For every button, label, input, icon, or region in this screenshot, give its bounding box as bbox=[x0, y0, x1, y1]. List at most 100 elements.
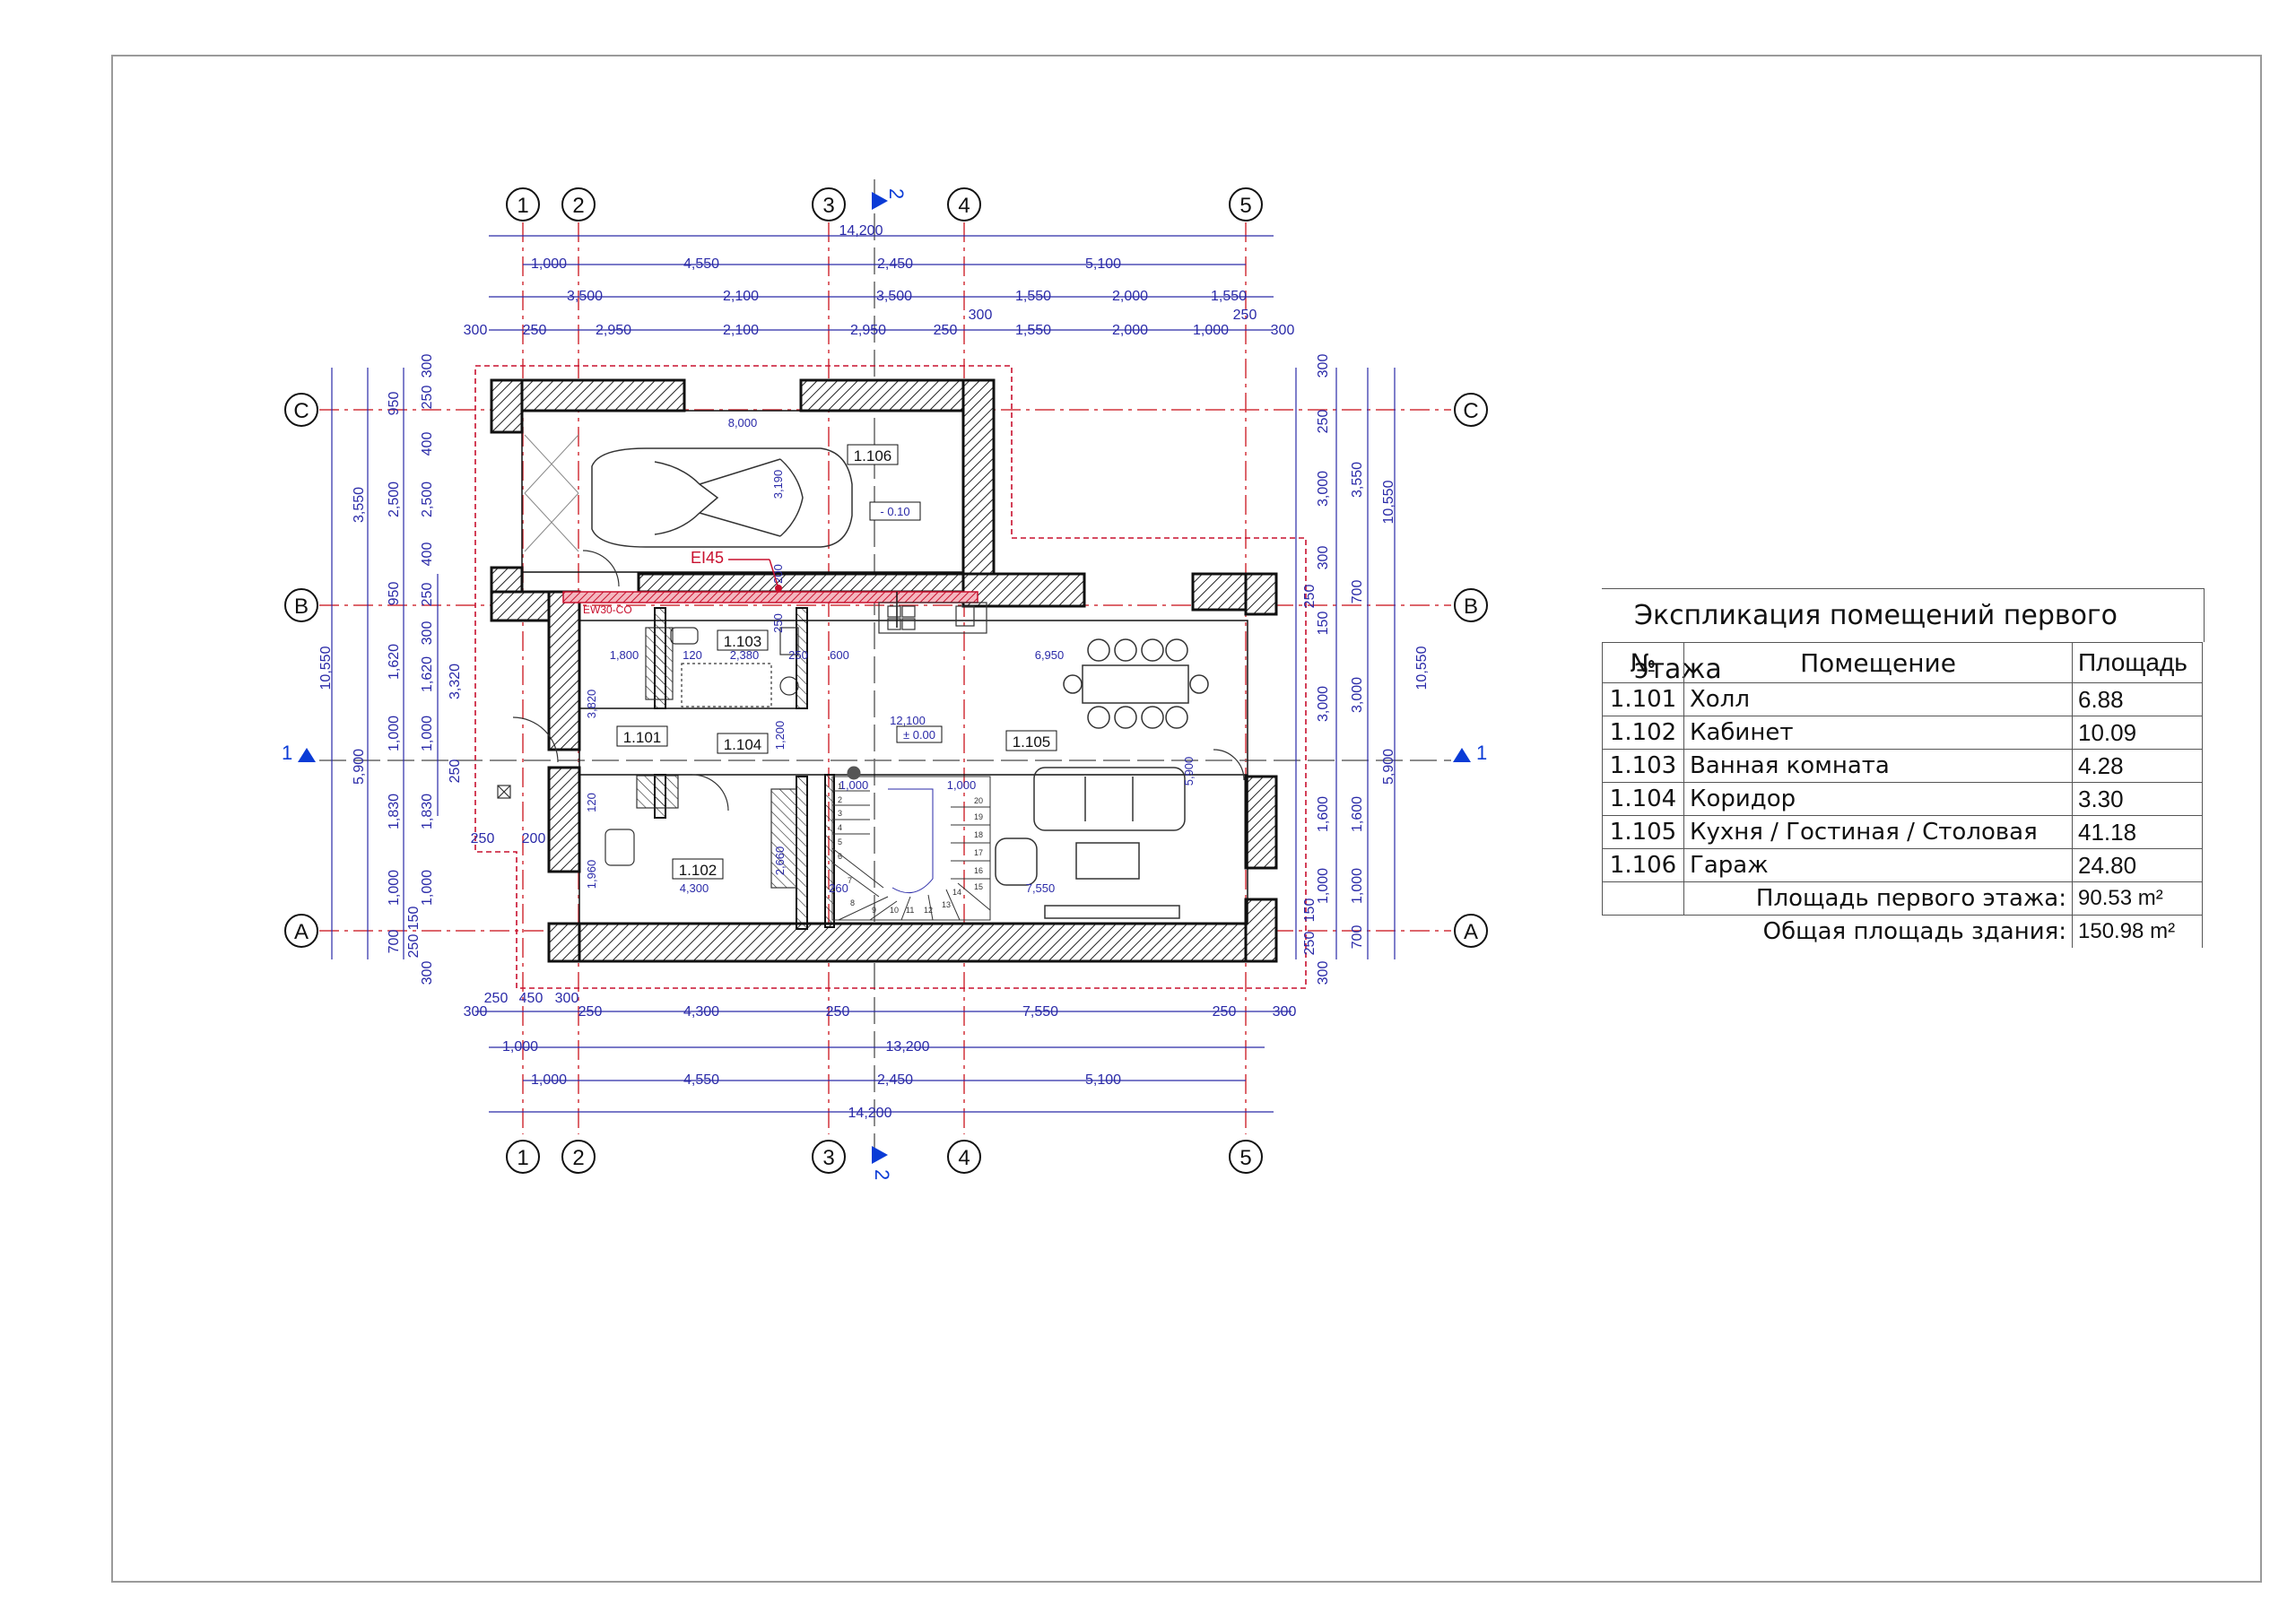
dim: 300 bbox=[1316, 354, 1331, 378]
section-mark-right: 1 bbox=[1476, 742, 1487, 764]
dim: 1,960 bbox=[585, 860, 598, 890]
room-outlines bbox=[521, 410, 1248, 924]
axis-label: 4 bbox=[958, 1146, 970, 1170]
stair-step: 15 bbox=[974, 882, 983, 891]
table-row: 1.101 Холл 6.88 bbox=[1602, 682, 2203, 716]
stair-step: 1 bbox=[838, 782, 842, 791]
doors bbox=[497, 550, 1245, 889]
dim: 300 bbox=[420, 354, 435, 378]
room-tag-1103: 1.103 bbox=[724, 633, 762, 650]
dim: 700 bbox=[387, 930, 402, 954]
stair-step: 10 bbox=[890, 906, 899, 915]
dim: 250 bbox=[484, 991, 509, 1006]
row-area: 41.18 bbox=[2072, 815, 2203, 849]
dim: 250 bbox=[1302, 585, 1318, 609]
dim: 250 bbox=[406, 934, 422, 959]
dim: 2,660 bbox=[773, 846, 787, 876]
stair-step: 6 bbox=[838, 852, 842, 861]
building-total-label: Общая площадь здания: bbox=[1762, 918, 2066, 945]
site-boundary bbox=[474, 365, 1307, 989]
dim: 3,500 bbox=[876, 289, 912, 304]
dim: 1,000 bbox=[420, 716, 435, 751]
dim: 120 bbox=[683, 648, 702, 662]
stair-step: 3 bbox=[838, 809, 842, 818]
dim: 1,000 bbox=[839, 778, 869, 792]
section-mark-top: 2 bbox=[885, 188, 908, 199]
dim: 300 bbox=[420, 961, 435, 985]
bottom-dimensions: 300 250 450 300 250 4,300 250 7,550 250 … bbox=[464, 991, 1297, 1121]
dim: 250 bbox=[523, 323, 547, 338]
dim: 2,500 bbox=[387, 482, 402, 517]
garage-door-swing bbox=[524, 434, 579, 552]
dim: 1,200 bbox=[773, 721, 787, 751]
dim: 250 bbox=[771, 613, 785, 633]
dim: 300 bbox=[1316, 546, 1331, 570]
table-row: 1.106 Гараж 24.80 bbox=[1602, 848, 2203, 882]
dim: 300 bbox=[1271, 323, 1295, 338]
dim: 12,100 bbox=[890, 714, 926, 727]
axis-label: A bbox=[294, 920, 309, 944]
dining-table bbox=[1063, 638, 1209, 729]
stair-step: 2 bbox=[838, 795, 842, 804]
dim: 400 bbox=[420, 542, 435, 567]
dim: 3,000 bbox=[1316, 686, 1331, 722]
axis-label: 3 bbox=[822, 1146, 834, 1170]
floor-total-label: Площадь первого этажа: bbox=[1683, 881, 2073, 916]
dim: 8,000 bbox=[728, 416, 758, 430]
dim: 150 bbox=[1302, 898, 1318, 923]
dim: 1,620 bbox=[420, 656, 435, 692]
stair-step: 5 bbox=[838, 838, 842, 846]
dim: 1,550 bbox=[1015, 323, 1051, 338]
dim: 300 bbox=[969, 308, 993, 323]
dim: 5,100 bbox=[1085, 256, 1121, 272]
axis-label: 5 bbox=[1239, 1146, 1251, 1170]
dim: 3,550 bbox=[1350, 462, 1365, 498]
floor-total-value: 90.53 m² bbox=[2072, 881, 2203, 916]
section-mark-left: 1 bbox=[282, 742, 292, 764]
bathroom-fixtures bbox=[670, 627, 799, 707]
dim: 2,500 bbox=[420, 482, 435, 517]
dim: 13,200 bbox=[886, 1039, 930, 1055]
header-area: Площадь bbox=[2072, 642, 2203, 683]
dim: 300 bbox=[464, 1004, 488, 1020]
dim: 1,550 bbox=[1015, 289, 1051, 304]
dim: 400 bbox=[420, 432, 435, 456]
axis-label: 3 bbox=[822, 194, 834, 218]
dim: 250 bbox=[1233, 308, 1257, 323]
dim: 2,450 bbox=[877, 256, 913, 272]
right-dimensions: 300 250 3,000 300 250 150 3,000 1,600 1,… bbox=[1302, 354, 1430, 985]
stair-step: 11 bbox=[906, 906, 914, 915]
table-header-row: № Помещение Площадь bbox=[1602, 642, 2203, 683]
row-no: 1.105 bbox=[1602, 815, 1684, 849]
dim: 1,830 bbox=[387, 794, 402, 829]
dim: 4,300 bbox=[683, 1004, 719, 1020]
stair-step: 8 bbox=[850, 898, 855, 907]
dimension-lines bbox=[331, 235, 1396, 1113]
row-no: 1.106 bbox=[1602, 848, 1684, 882]
dim: 10,550 bbox=[318, 646, 334, 690]
floor-plan: 14,200 1,000 4,550 2,450 5,100 3,500 2,1… bbox=[282, 179, 1488, 1180]
stair-step: 14 bbox=[952, 888, 961, 897]
stair-step: 9 bbox=[872, 906, 876, 915]
dim: 700 bbox=[1350, 925, 1365, 950]
dim: 1,600 bbox=[1350, 796, 1365, 832]
dim: 1,550 bbox=[1211, 289, 1247, 304]
dim: 1,000 bbox=[1316, 868, 1331, 904]
row-no: 1.103 bbox=[1602, 749, 1684, 783]
dim: 250 bbox=[420, 583, 435, 607]
dim: 250 bbox=[788, 648, 808, 662]
room-tag-1104: 1.104 bbox=[724, 736, 762, 753]
dim: 1,800 bbox=[610, 648, 639, 662]
dim: 4,550 bbox=[683, 256, 719, 272]
staircase bbox=[831, 766, 991, 921]
stair-step: 20 bbox=[974, 796, 983, 805]
dim: 250 bbox=[448, 759, 463, 784]
car-outline bbox=[591, 447, 853, 548]
dim: 10,550 bbox=[1414, 646, 1430, 690]
axis-label: 5 bbox=[1239, 194, 1251, 218]
dim: 450 bbox=[519, 991, 544, 1006]
room-tag-1101: 1.101 bbox=[623, 729, 662, 746]
dim: 7,550 bbox=[1022, 1004, 1058, 1020]
header-no: № bbox=[1602, 642, 1684, 683]
room-schedule-table: № Помещение Площадь 1.101 Холл 6.88 1.10… bbox=[1602, 642, 2203, 948]
